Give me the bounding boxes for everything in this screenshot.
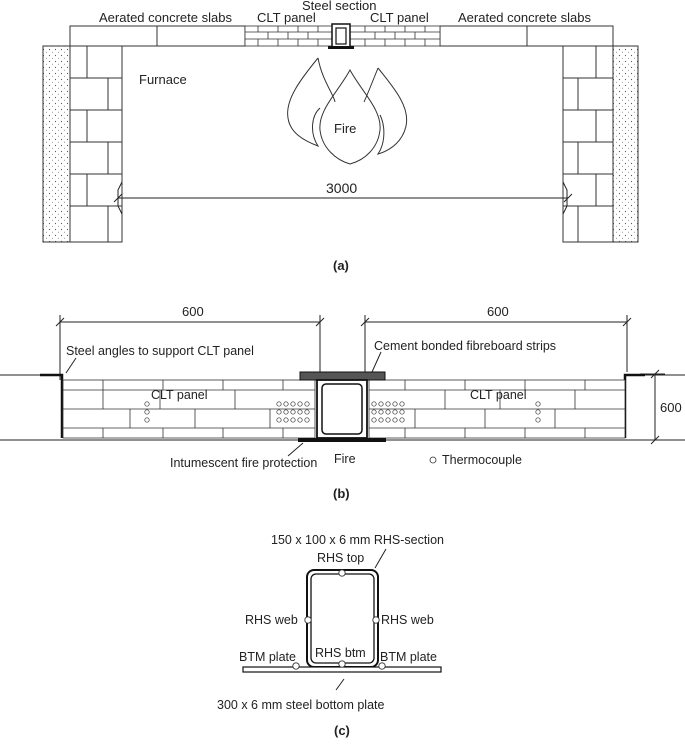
thermocouple-marker — [144, 401, 150, 407]
caption-b: (b) — [333, 486, 350, 501]
top-clt-panels — [244, 25, 441, 47]
fire-flames-icon — [287, 57, 408, 165]
thermocouple-marker — [297, 409, 303, 415]
thermocouple-marker — [399, 409, 405, 415]
thermocouple-marker — [392, 417, 398, 423]
label-steel-section: Steel section — [302, 0, 376, 13]
label-bottom-plate: 300 x 6 mm steel bottom plate — [217, 698, 384, 712]
thermocouple-marker — [283, 409, 289, 415]
clt-panel-right — [368, 379, 626, 439]
rhs-section-b — [298, 379, 386, 442]
thermocouple-marker — [283, 417, 289, 423]
fibreboard-strip — [299, 371, 386, 381]
thermocouple-marker — [304, 417, 310, 423]
thermocouple-marker — [276, 409, 282, 415]
dim-600-right: 600 — [487, 304, 509, 319]
thermocouple-marker — [144, 409, 150, 415]
label-fire-a: Fire — [334, 121, 356, 136]
label-rhs-btm: RHS btm — [315, 646, 366, 660]
label-clt-right-b: CLT panel — [470, 388, 527, 402]
clt-panel-left — [62, 379, 316, 439]
thermocouple-marker — [276, 417, 282, 423]
thermocouple-marker — [297, 401, 303, 407]
top-slab-row — [69, 25, 614, 47]
panel-c-rhs-detail: 150 x 100 x 6 mm RHS-section RHS top RHS… — [217, 533, 444, 738]
thermocouple-marker — [290, 401, 296, 407]
thermocouple-marker — [535, 401, 541, 407]
dimension-3000: 3000 — [326, 180, 357, 196]
label-clt-left-b: CLT panel — [151, 388, 208, 402]
thermocouple-marker — [385, 401, 391, 407]
thermocouple-marker — [283, 401, 289, 407]
panel-b-cross-section: 600 600 600 Steel angles to support CLT … — [0, 304, 685, 501]
label-clt-left: CLT panel — [257, 10, 316, 25]
thermocouple-marker — [371, 401, 377, 407]
thermocouple-marker — [378, 417, 384, 423]
label-btm-plate-left: BTM plate — [239, 650, 296, 664]
label-fire-b: Fire — [334, 452, 356, 466]
top-steel-section — [328, 23, 354, 49]
label-fibreboard: Cement bonded fibreboard strips — [374, 339, 556, 353]
label-steel-angles: Steel angles to support CLT panel — [66, 344, 254, 358]
dim-600-left: 600 — [182, 304, 204, 319]
label-slab-right: Aerated concrete slabs — [458, 10, 591, 25]
thermocouple-marker — [392, 401, 398, 407]
label-clt-right: CLT panel — [370, 10, 429, 25]
thermocouple-legend-icon — [429, 456, 437, 464]
label-rhs-web-right: RHS web — [381, 613, 434, 627]
label-slab-left: Aerated concrete slabs — [99, 10, 232, 25]
thermocouple-marker — [385, 409, 391, 415]
thermocouple-marker — [144, 417, 150, 423]
caption-a: (a) — [333, 258, 349, 273]
dim-600-height: 600 — [660, 400, 682, 415]
label-rhs-section: 150 x 100 x 6 mm RHS-section — [271, 533, 444, 547]
label-furnace: Furnace — [139, 72, 187, 87]
right-brick-wall — [562, 45, 614, 243]
panel-a-furnace-section: Aerated concrete slabs Steel section CLT… — [42, 0, 639, 273]
left-concrete-wall — [42, 45, 71, 243]
label-rhs-web-left: RHS web — [245, 613, 298, 627]
span-dimension — [113, 181, 573, 215]
thermocouple-marker — [535, 417, 541, 423]
thermocouple-marker — [399, 401, 405, 407]
legend-thermocouple: Thermocouple — [442, 453, 522, 467]
thermocouple-marker — [304, 401, 310, 407]
thermocouple-marker — [535, 409, 541, 415]
thermocouples-c — [292, 569, 386, 670]
thermocouple-marker — [378, 401, 384, 407]
thermocouple-marker — [392, 409, 398, 415]
left-brick-wall — [69, 45, 123, 243]
bottom-plate — [242, 666, 442, 673]
thermocouple-marker — [276, 401, 282, 407]
label-rhs-top: RHS top — [317, 551, 364, 565]
thermocouples-b — [144, 401, 541, 423]
thermocouple-marker — [297, 417, 303, 423]
thermocouple-marker — [304, 409, 310, 415]
thermocouple-marker — [371, 409, 377, 415]
thermocouple-marker — [371, 417, 377, 423]
thermocouple-marker — [399, 417, 405, 423]
thermocouple-marker — [290, 417, 296, 423]
right-concrete-wall — [612, 45, 639, 243]
thermocouple-marker — [385, 417, 391, 423]
label-intumescent: Intumescent fire protection — [170, 456, 317, 470]
thermocouple-marker — [378, 409, 384, 415]
thermocouple-marker — [290, 409, 296, 415]
caption-c: (c) — [334, 723, 350, 738]
label-btm-plate-right: BTM plate — [380, 650, 437, 664]
